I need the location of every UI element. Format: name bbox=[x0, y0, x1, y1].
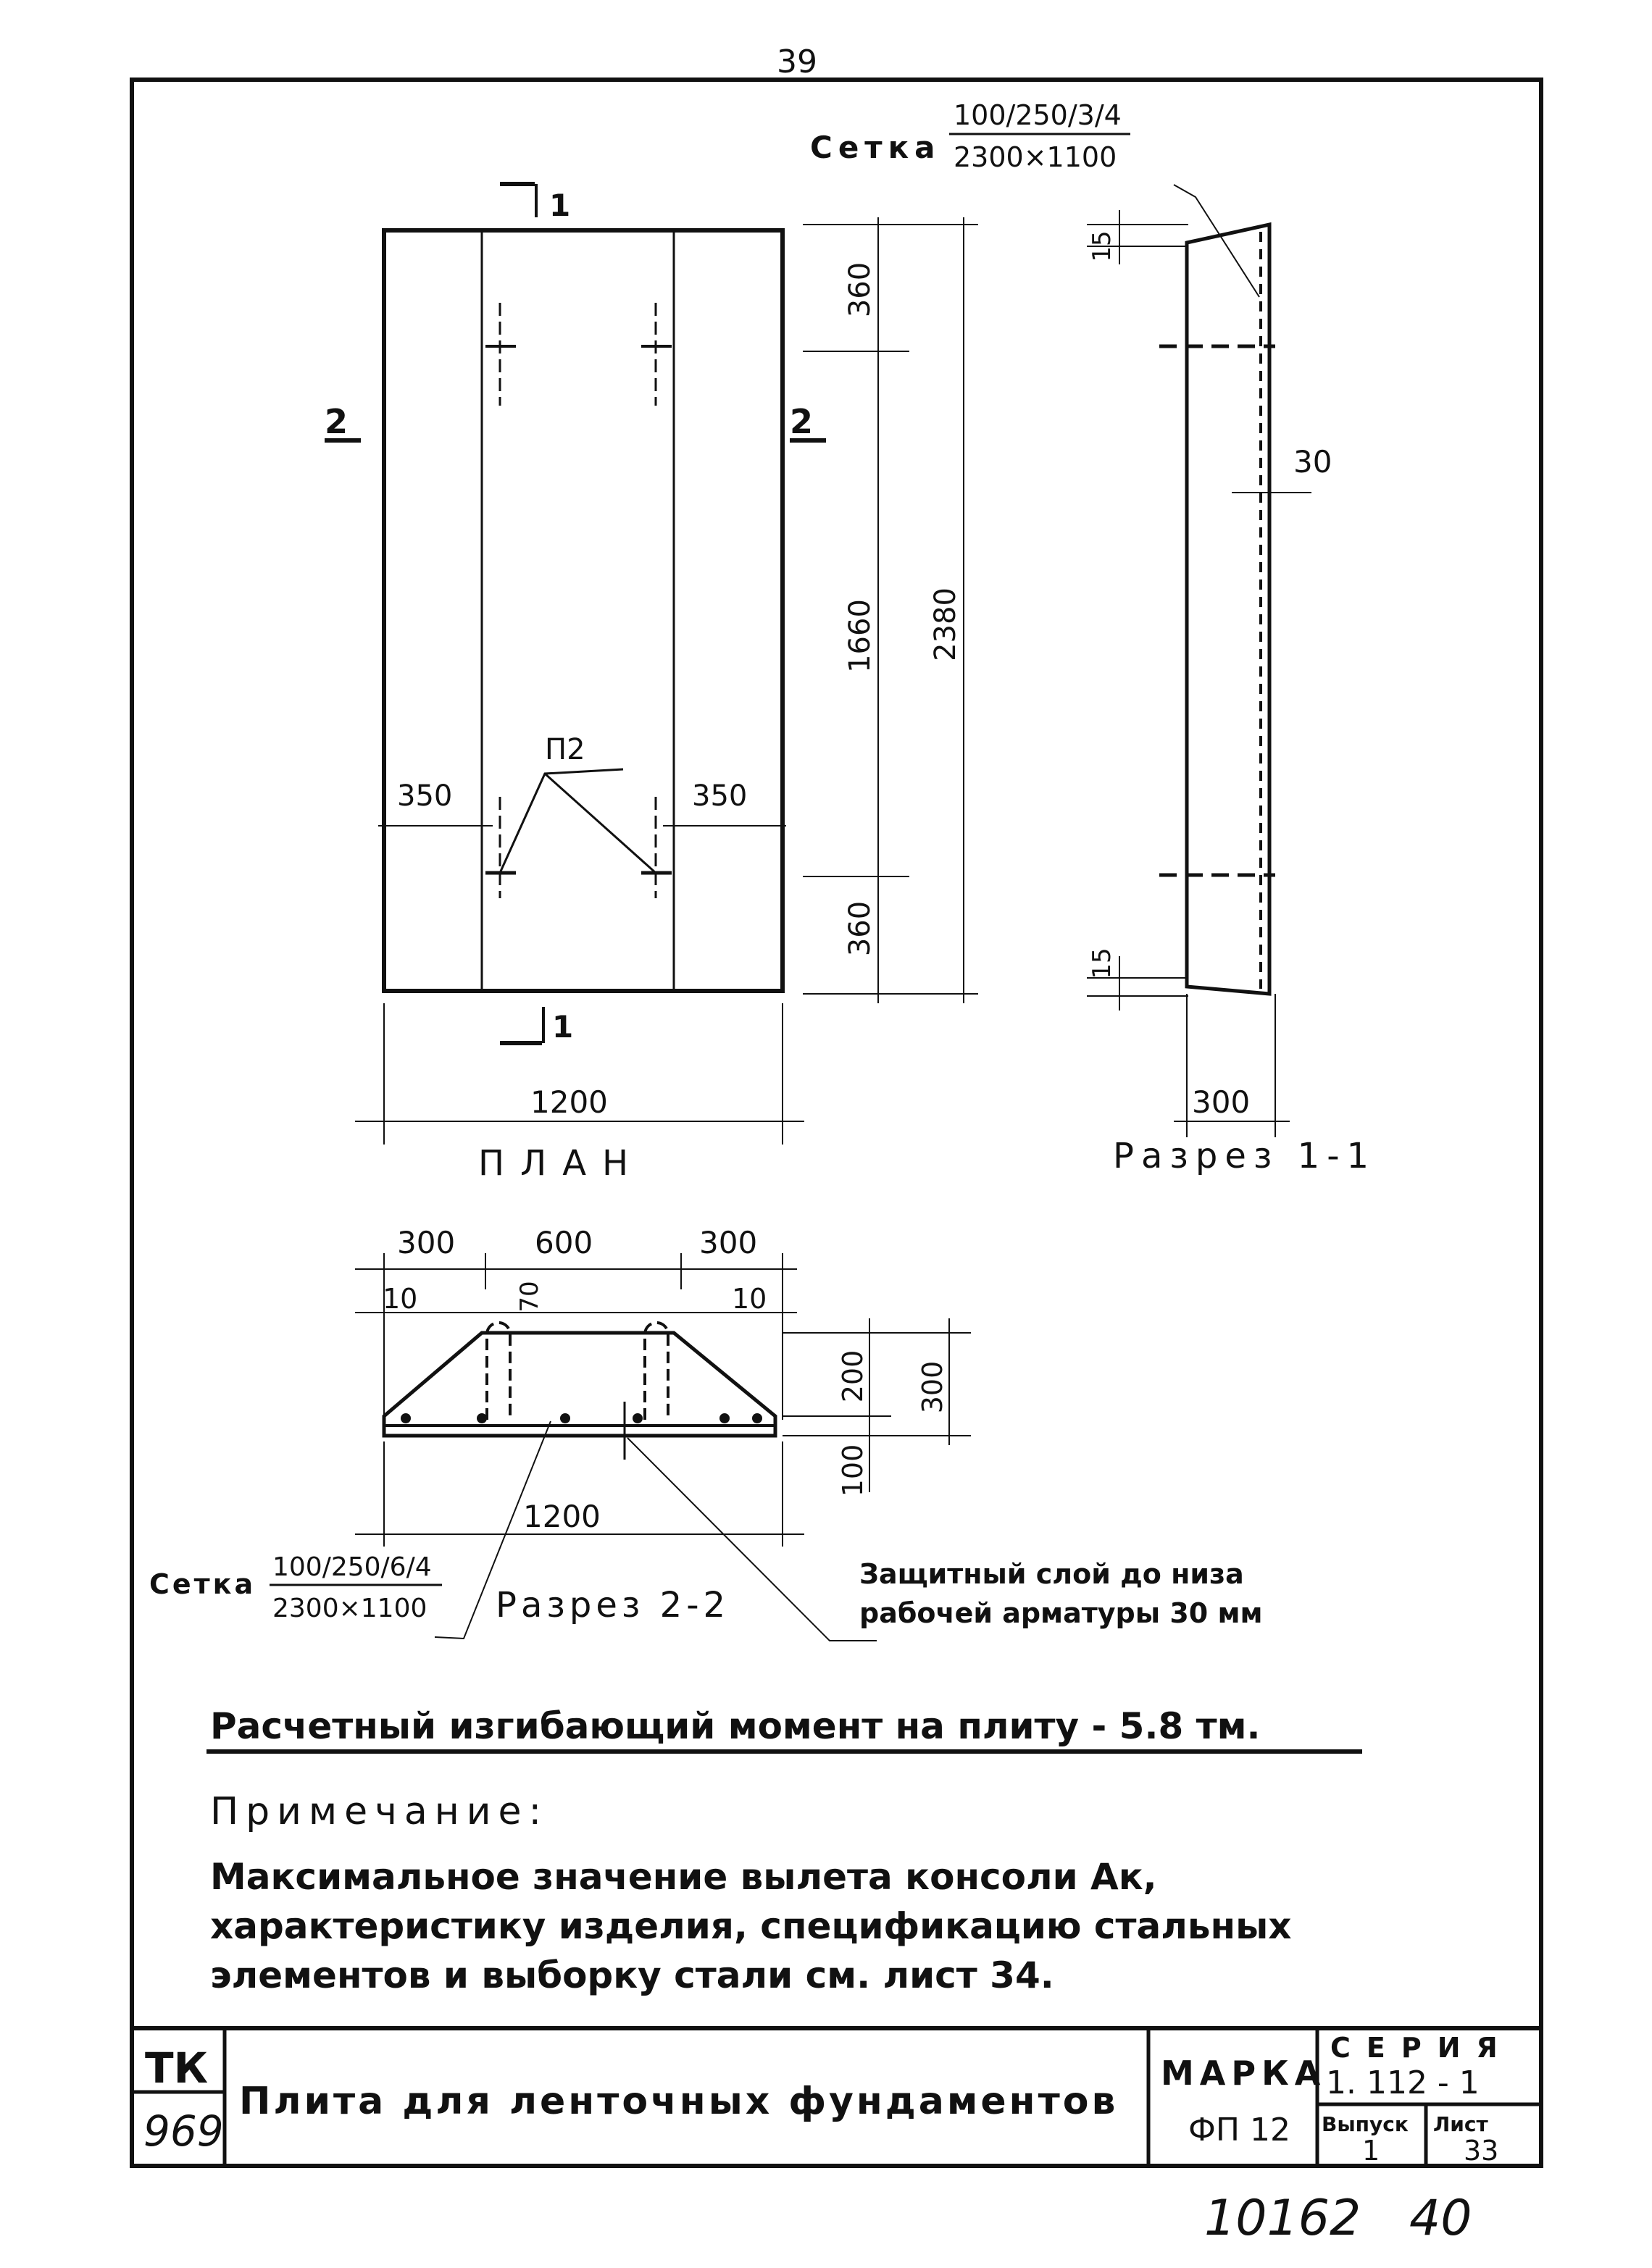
section-1-1-dim-300: 300 bbox=[1192, 1084, 1250, 1120]
marka-label: МАРКА bbox=[1161, 2054, 1326, 2093]
page-number: 39 bbox=[777, 43, 817, 80]
rebar-dot bbox=[560, 1413, 570, 1423]
section-1-1-mesh-leader bbox=[1173, 184, 1260, 298]
sheet-frame bbox=[130, 78, 1543, 2168]
plan-section-mark-bottom: 1 bbox=[552, 1009, 573, 1045]
rebar-dot bbox=[477, 1413, 487, 1423]
rebar-dot bbox=[401, 1413, 411, 1423]
section-2-2-mesh-denominator: 2300×1100 bbox=[272, 1594, 427, 1623]
plan-section-mark-right: 2 bbox=[790, 402, 813, 441]
note-line-2: характеристику изделия, спецификацию ста… bbox=[210, 1905, 1292, 1947]
plan-view: Сетка 100/250/3/4 2300×1100 П2 1 1 2 2 bbox=[325, 99, 1130, 1184]
section-2-2: 300 600 300 10 70 10 200 300 100 bbox=[149, 1225, 1263, 1641]
section-2-2-dim-10-right: 10 bbox=[732, 1283, 767, 1315]
archive-number: 10162 bbox=[1204, 2190, 1361, 2247]
note-line-3: элементов и выборку стали см. лист 34. bbox=[210, 1954, 1054, 1996]
plan-dim-1660: 1660 bbox=[843, 599, 877, 673]
section-2-2-dim-300-height: 300 bbox=[917, 1361, 948, 1414]
vypusk-value: 1 bbox=[1362, 2135, 1380, 2167]
section-1-1-outline bbox=[1185, 222, 1272, 996]
plan-dim-2380: 2380 bbox=[929, 587, 962, 661]
plan-section-mark-left: 2 bbox=[325, 402, 348, 441]
section-2-2-mesh-leader bbox=[434, 1420, 551, 1640]
vypusk-label: Выпуск bbox=[1322, 2112, 1409, 2136]
section-2-2-dim-200: 200 bbox=[837, 1350, 869, 1403]
section-2-2-outline bbox=[382, 1331, 777, 1438]
plan-dim-350-left: 350 bbox=[397, 779, 452, 813]
list-value: 33 bbox=[1464, 2135, 1498, 2167]
section-2-2-dim-70: 70 bbox=[515, 1281, 544, 1312]
section-2-2-dim-100: 100 bbox=[837, 1444, 869, 1497]
seriya-value: 1. 112 - 1 bbox=[1326, 2064, 1480, 2101]
section-1-1: 15 30 15 300 Разрез 1-1 bbox=[1087, 184, 1376, 1176]
section-1-1-dim-15-bottom: 15 bbox=[1088, 947, 1117, 979]
plan-mesh-denominator: 2300×1100 bbox=[954, 141, 1117, 173]
archive-page: 40 bbox=[1409, 2190, 1472, 2247]
title-org-top: ТК bbox=[145, 2043, 208, 2093]
section-2-2-dim-300-left: 300 bbox=[397, 1225, 455, 1260]
title-text: Плита для ленточных фундаментов bbox=[239, 2080, 1118, 2123]
section-2-2-rebar-dots bbox=[401, 1413, 762, 1423]
rebar-dot bbox=[633, 1413, 643, 1423]
plan-label: ПЛАН bbox=[478, 1143, 644, 1184]
plan-dim-350-right: 350 bbox=[692, 779, 747, 813]
section-2-2-mesh-numerator: 100/250/6/4 bbox=[272, 1552, 432, 1582]
section-2-2-loop-left bbox=[485, 1321, 512, 1420]
marka-value: ФП 12 bbox=[1188, 2112, 1290, 2148]
plan-loop-leader-2 bbox=[543, 772, 657, 874]
plan-slab-outline bbox=[382, 228, 785, 993]
plan-mesh-prefix: Сетка bbox=[810, 130, 941, 165]
plan-mesh-numerator: 100/250/3/4 bbox=[954, 99, 1122, 131]
section-1-1-dim-30: 30 bbox=[1293, 444, 1332, 480]
section-2-2-dim-1200: 1200 bbox=[523, 1499, 601, 1534]
section-1-1-dim-15-top: 15 bbox=[1088, 230, 1117, 261]
note-heading: Примечание: bbox=[210, 1790, 548, 1833]
section-2-2-dim-10-left: 10 bbox=[383, 1283, 417, 1315]
section-2-2-cover-leader bbox=[627, 1437, 877, 1641]
plan-dim-1200: 1200 bbox=[530, 1084, 608, 1120]
section-2-2-cover-note-1: Защитный слой до низа bbox=[859, 1558, 1244, 1590]
section-2-2-label: Разрез 2-2 bbox=[496, 1585, 730, 1625]
section-2-2-dim-300-right: 300 bbox=[699, 1225, 757, 1260]
note-line-1: Максимальное значение вылета консоли Aк, bbox=[210, 1856, 1157, 1898]
section-2-2-loop-right bbox=[643, 1321, 669, 1420]
section-2-2-cover-note-2: рабочей арматуры 30 мм bbox=[859, 1597, 1263, 1629]
seriya-label: СЕРИЯ bbox=[1330, 2032, 1514, 2064]
design-moment-text: Расчетный изгибающий момент на плиту - 5… bbox=[210, 1705, 1261, 1747]
title-block: ТК 969 Плита для ленточных фундаментов М… bbox=[132, 2026, 1541, 2167]
plan-dim-360-top: 360 bbox=[843, 262, 877, 317]
section-2-2-mesh-prefix: Сетка bbox=[149, 1568, 256, 1600]
section-1-1-label: Разрез 1-1 bbox=[1113, 1136, 1376, 1176]
title-org-bottom: 969 bbox=[143, 2106, 224, 2156]
rebar-dot bbox=[752, 1413, 762, 1423]
section-2-2-dim-600: 600 bbox=[535, 1225, 593, 1260]
plan-dim-360-bottom: 360 bbox=[843, 901, 877, 956]
rebar-dot bbox=[719, 1413, 730, 1423]
plan-section-mark-top: 1 bbox=[549, 188, 570, 223]
list-label: Лист bbox=[1433, 2112, 1488, 2136]
plan-loop-leader-1 bbox=[498, 768, 624, 874]
plan-lifting-loop-label: П2 bbox=[545, 733, 585, 766]
